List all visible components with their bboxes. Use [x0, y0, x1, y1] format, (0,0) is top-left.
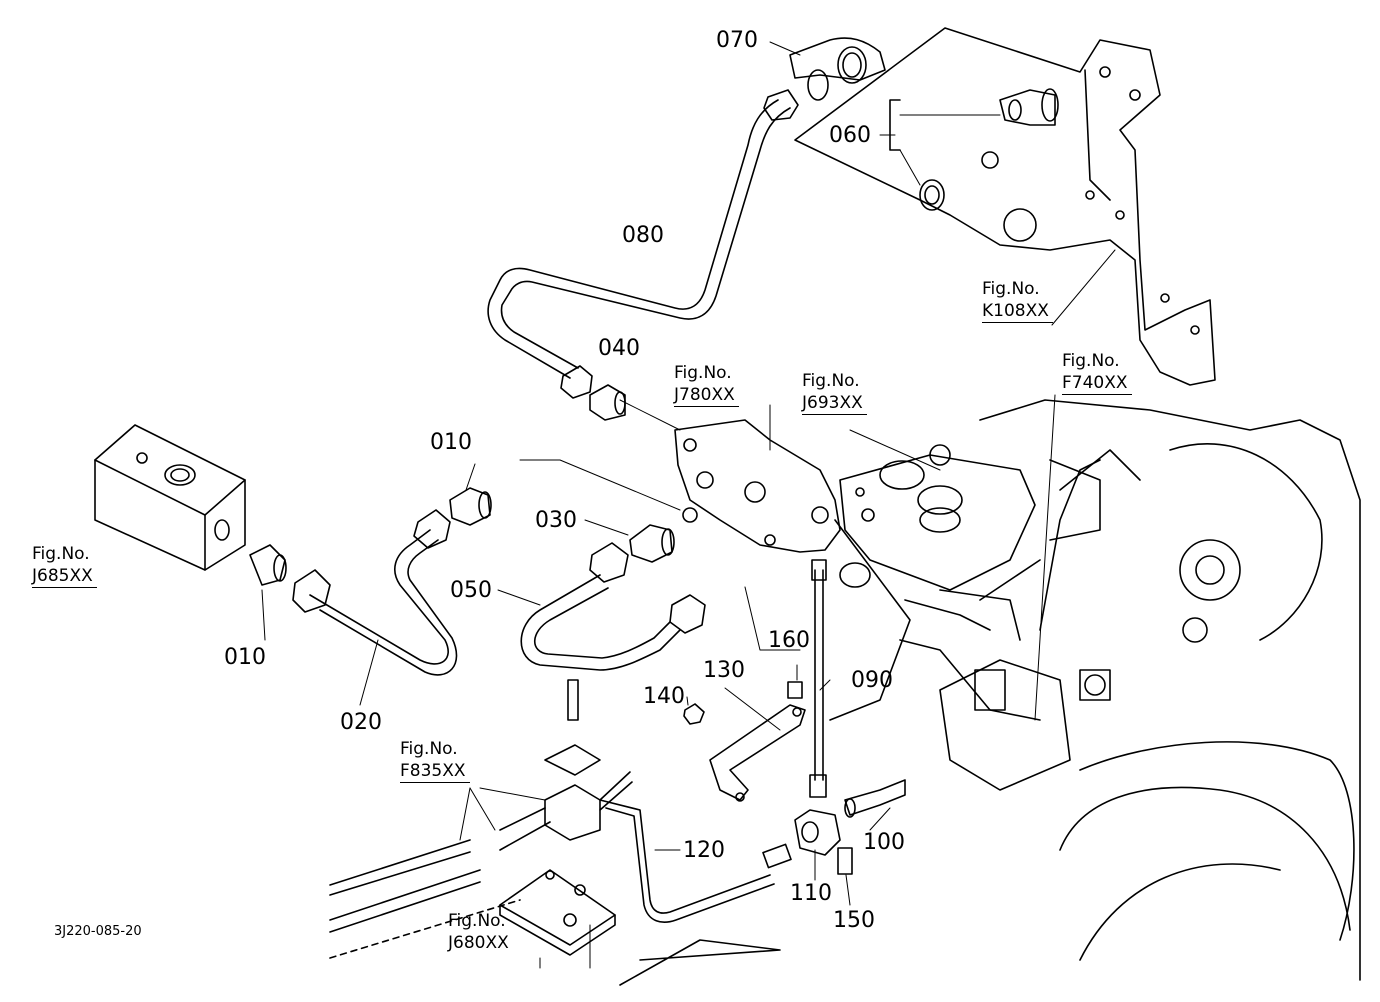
manifold-block-j685: [94, 424, 246, 571]
figure-ref-prefix: Fig.No.: [32, 544, 90, 564]
part-label-030: 030: [535, 508, 577, 533]
figure-ref-prefix: Fig.No.: [674, 363, 732, 383]
part-label-090: 090: [851, 668, 893, 693]
fitting-100[interactable]: [844, 779, 906, 818]
part-label-040: 040: [598, 336, 640, 361]
figure-ref-code: F740XX: [1062, 373, 1128, 393]
part-label-050: 050: [450, 578, 492, 603]
part-label-130: 130: [703, 658, 745, 683]
nut-140[interactable]: [683, 703, 705, 725]
figure-ref-j680xx[interactable]: Fig.No. J680XX: [448, 910, 513, 954]
part-label-060: 060: [829, 123, 871, 148]
figure-ref-prefix: Fig.No.: [1062, 351, 1120, 371]
bolt-160[interactable]: [787, 681, 803, 699]
figure-ref-prefix: Fig.No.: [448, 911, 506, 931]
figure-ref-code: J685XX: [32, 566, 93, 586]
valve-block-j693: [839, 444, 1036, 591]
hoses: [329, 839, 521, 959]
part-label-110: 110: [790, 881, 832, 906]
bracket-130[interactable]: [709, 704, 806, 802]
figure-ref-code: J693XX: [802, 393, 863, 413]
pipe-080[interactable]: [487, 89, 799, 399]
part-label-070: 070: [716, 28, 758, 53]
clamp-070[interactable]: [789, 37, 886, 101]
pipe-020[interactable]: [292, 509, 458, 676]
valve-block-j780: [674, 419, 841, 553]
part-label-080: 080: [622, 223, 664, 248]
figure-ref-prefix: Fig.No.: [400, 739, 458, 759]
fitting-040[interactable]: [589, 384, 626, 421]
pipe-090[interactable]: [809, 559, 827, 798]
figure-ref-j685xx[interactable]: Fig.No. J685XX: [32, 543, 97, 588]
part-label-150: 150: [833, 908, 875, 933]
pipe-120[interactable]: [599, 799, 792, 923]
junction-block-f835: [499, 679, 633, 851]
bracket-k108: [794, 27, 1216, 386]
figure-ref-j693xx[interactable]: Fig.No. J693XX: [802, 370, 867, 415]
fitting-010-lower[interactable]: [249, 544, 287, 586]
plate-j680: [499, 869, 616, 956]
part-label-010-lower: 010: [224, 645, 266, 670]
figure-ref-code: K108XX: [982, 301, 1049, 321]
part-label-020: 020: [340, 710, 382, 735]
leader-lines: [261, 41, 1116, 969]
part-label-010-upper: 010: [430, 430, 472, 455]
figure-ref-j780xx[interactable]: Fig.No. J780XX: [674, 362, 739, 407]
part-label-140: 140: [643, 684, 685, 709]
part-label-160: 160: [768, 628, 810, 653]
figure-ref-code: J780XX: [674, 385, 735, 405]
bolt-150[interactable]: [837, 847, 853, 875]
tee-fitting-110[interactable]: [794, 809, 841, 856]
fitting-010-upper[interactable]: [449, 487, 492, 526]
engine-assembly: [619, 399, 1361, 986]
figure-ref-prefix: Fig.No.: [982, 279, 1040, 299]
figure-ref-f835xx[interactable]: Fig.No. F835XX: [400, 738, 470, 783]
pipe-050[interactable]: [520, 542, 706, 671]
part-label-120: 120: [683, 838, 725, 863]
fitting-060[interactable]: [889, 88, 1059, 211]
figure-ref-prefix: Fig.No.: [802, 371, 860, 391]
drawing-code: 3J220-085-20: [54, 924, 142, 939]
figure-ref-k108xx[interactable]: Fig.No. K108XX: [982, 278, 1053, 323]
figure-ref-code: F835XX: [400, 761, 466, 781]
figure-ref-code: J680XX: [448, 933, 509, 953]
part-label-100: 100: [863, 830, 905, 855]
figure-ref-f740xx[interactable]: Fig.No. F740XX: [1062, 350, 1132, 395]
fitting-030[interactable]: [629, 524, 675, 563]
